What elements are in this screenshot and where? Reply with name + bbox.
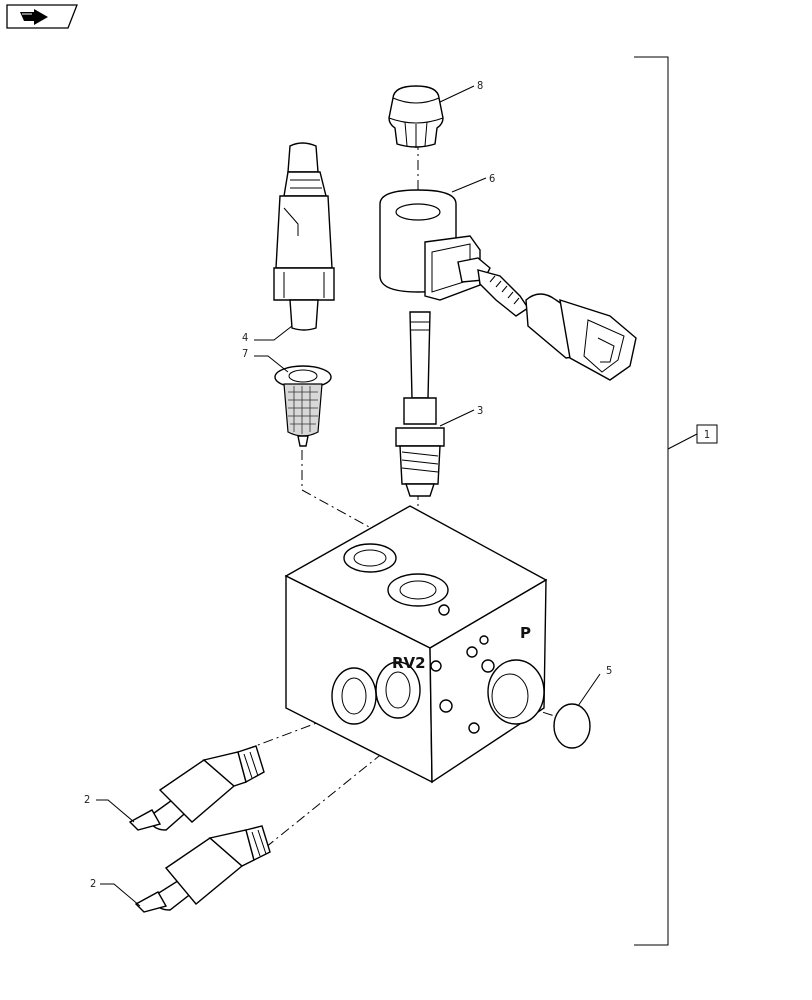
callout-5[interactable]: 5: [577, 664, 612, 707]
callout-8-label: 8: [477, 79, 483, 92]
callout-6[interactable]: 6: [451, 172, 495, 193]
part-4-pressure-sensor[interactable]: [273, 142, 335, 331]
part-5-plug-disc[interactable]: [553, 703, 591, 749]
port-label-rv2: RV2: [392, 654, 426, 672]
assembly-bracket: [634, 56, 698, 946]
part-3-valve-cartridge[interactable]: [395, 311, 445, 497]
assembly-label: 1: [704, 428, 710, 441]
assembly-label-box[interactable]: 1: [696, 424, 718, 444]
part-6-solenoid-coil[interactable]: [379, 189, 637, 381]
callout-4[interactable]: 4: [242, 325, 293, 344]
callout-6-label: 6: [489, 172, 495, 185]
callout-7-label: 7: [242, 347, 248, 360]
callout-2-upper[interactable]: 2: [84, 793, 135, 823]
book-arrow-icon: [20, 9, 48, 25]
callout-3-label: 3: [477, 404, 483, 417]
callout-5-label: 5: [606, 664, 612, 677]
callout-3[interactable]: 3: [439, 404, 483, 427]
callout-8[interactable]: 8: [439, 79, 483, 103]
part-2-relief-valve-lower[interactable]: [134, 825, 271, 913]
nav-back-button[interactable]: [6, 4, 78, 29]
valve-manifold-block[interactable]: RV2 P: [284, 505, 548, 784]
part-2-relief-valve-upper[interactable]: [128, 745, 265, 831]
callout-2-lower[interactable]: 2: [90, 877, 141, 907]
part-7-filter-screen[interactable]: [274, 365, 332, 447]
part-8-knurled-nut[interactable]: [388, 85, 444, 148]
callout-7[interactable]: 7: [242, 347, 289, 373]
callout-4-label: 4: [242, 331, 248, 344]
callout-2-lower-label: 2: [90, 877, 96, 890]
port-label-p: P: [520, 624, 531, 642]
callout-2-upper-label: 2: [84, 793, 90, 806]
